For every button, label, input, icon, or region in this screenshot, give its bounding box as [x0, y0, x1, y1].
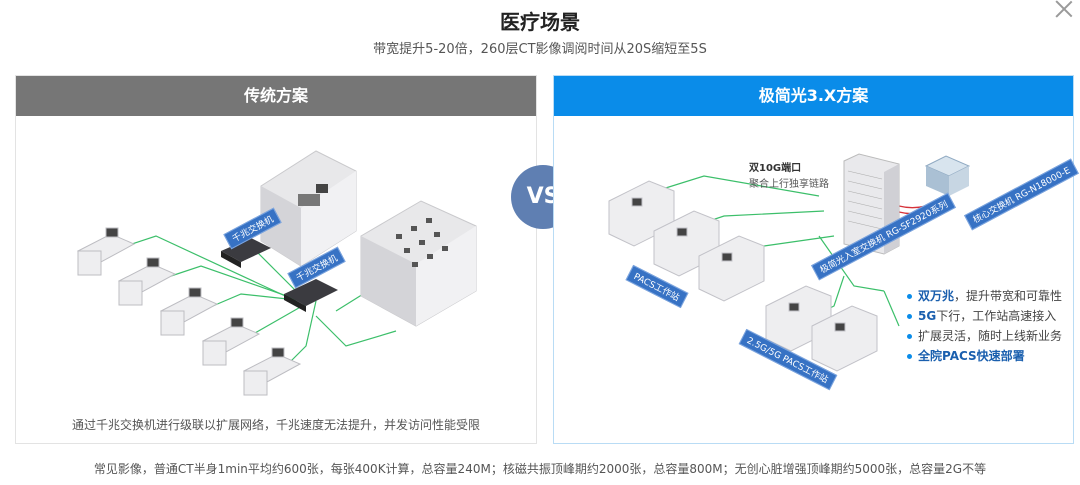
feature-list: 双万兆，提升带宽和可靠性 5G下行，工作站高速接入 扩展灵活，随时上线新业务 全… [906, 286, 1062, 366]
optical-network-illustration [608, 153, 971, 372]
office-room-1 [260, 150, 357, 267]
feature-item: 5G下行，工作站高速接入 [906, 306, 1062, 326]
network-links [110, 235, 397, 372]
feature-item: 全院PACS快速部署 [906, 346, 1062, 366]
gigabit-switch-1 [221, 238, 271, 268]
traditional-network-illustration [76, 150, 477, 396]
pacs-rooms-bottom [765, 285, 878, 372]
annotation-line-2: 聚合上行独享链路 [749, 179, 829, 190]
page-title: 医疗场景 [500, 10, 580, 34]
dual-10g-annotation: 双10G端口 聚合上行独享链路 [749, 161, 829, 193]
feature-item: 扩展灵活，随时上线新业务 [906, 326, 1062, 346]
traditional-solution-panel: 传统方案 [15, 75, 537, 444]
footer-note: 常见影像，普通CT半身1min平均约600张，每张400K计算，总容量240M；… [93, 462, 987, 476]
annotation-line-1: 双10G端口 [749, 163, 802, 174]
gigabit-switch-2 [284, 279, 338, 312]
core-switch-icon [924, 155, 971, 196]
workstations [76, 227, 302, 396]
traditional-diagram: 千兆交换机 千兆交换机 通过千兆交换机进行级联以扩展网络，千兆速度无法提升，并发… [16, 116, 536, 443]
office-room-2 [360, 200, 477, 327]
simplified-optical-panel: 极简光3.X方案 [553, 75, 1079, 444]
feature-item: 双万兆，提升带宽和可靠性 [906, 286, 1062, 306]
traditional-caption: 通过千兆交换机进行级联以扩展网络，千兆速度无法提升，并发访问性能受限 [71, 418, 480, 432]
simplified-optical-diagram: 双10G端口 聚合上行独享链路 核心交换机 RG-N18000-E 极简光入室交… [554, 116, 1079, 443]
pacs-rooms-top [608, 180, 765, 302]
page-subtitle: 带宽提升5-20倍，260层CT影像调阅时间从20S缩短至5S [373, 42, 707, 57]
simplified-optical-title: 极简光3.X方案 [554, 76, 1073, 116]
traditional-solution-title: 传统方案 [16, 76, 536, 116]
